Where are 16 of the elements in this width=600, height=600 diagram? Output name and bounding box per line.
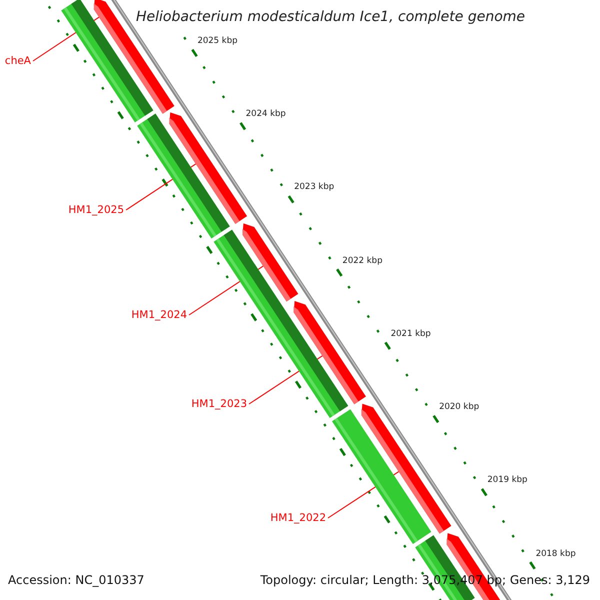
gene-label: HM1_2022 [270, 512, 326, 524]
scale-label: 2019 kbp [487, 476, 528, 486]
scale-label: 2025 kbp [197, 36, 238, 47]
gene-label: HM1_2025 [68, 204, 124, 216]
scale-label: 2023 kbp [294, 183, 334, 194]
map-title: Heliobacterium modesticaldum Ice1, complete genome [135, 8, 526, 26]
scale-label: 2021 kbp [390, 330, 431, 340]
gene-label: HM1_2023 [191, 398, 247, 410]
scale-label: 2020 kbp [439, 403, 480, 413]
scale-label: 2022 kbp [342, 256, 382, 266]
gene-label: HM1_2024 [131, 309, 187, 322]
genome-info-text: Topology: circular; Length: 3,075,407 bp; Genes: 3,129 [259, 574, 591, 588]
scale-label: 2018 kbp [536, 550, 576, 560]
accession-text: Accession: NC_010337 [7, 574, 146, 588]
scale-label: 2024 kbp [246, 110, 286, 120]
gene-label: cheA [4, 55, 31, 68]
